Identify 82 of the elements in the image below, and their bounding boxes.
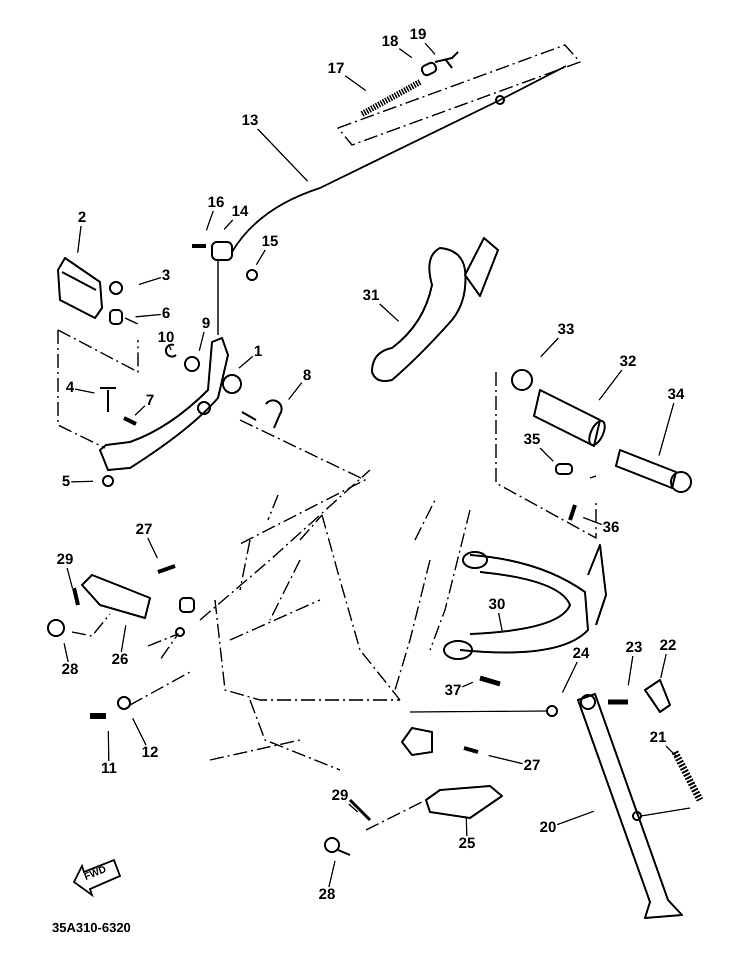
leader-line	[108, 730, 110, 762]
callout-number: 14	[230, 204, 250, 220]
leader-line	[557, 810, 594, 826]
callout-number: 19	[408, 27, 428, 43]
callout-number: 6	[160, 306, 172, 322]
leader-line	[206, 210, 214, 231]
callout-number: 23	[624, 640, 644, 656]
leader-line	[147, 538, 158, 558]
leader-line	[288, 382, 302, 400]
leader-line	[198, 332, 205, 351]
leader-line	[256, 250, 266, 266]
callout-number: 10	[156, 330, 176, 346]
leader-line	[132, 718, 147, 746]
leader-line	[136, 314, 161, 318]
callout-number: 25	[458, 836, 476, 852]
leader-line	[75, 388, 95, 394]
leader-line	[238, 356, 254, 369]
callout-number: 32	[618, 354, 638, 370]
callout-number: 5	[60, 474, 72, 490]
callout-number: 35	[522, 432, 542, 448]
callout-number: 15	[260, 234, 280, 250]
leader-line	[398, 48, 412, 58]
leader-line	[379, 304, 400, 322]
leader-line	[77, 226, 82, 253]
callout-number: 37	[444, 683, 462, 699]
callout-number: 30	[488, 597, 506, 613]
leader-line	[424, 42, 436, 55]
leader-line	[328, 860, 336, 888]
callout-number: 17	[326, 61, 346, 77]
leader-line	[63, 643, 69, 662]
callout-number: 18	[380, 34, 400, 50]
callout-number: 34	[666, 387, 686, 403]
callout-number: 28	[60, 662, 80, 678]
leader-line	[598, 370, 622, 400]
leader-line	[344, 75, 366, 92]
leader-line	[582, 516, 602, 526]
leader-line	[666, 746, 678, 758]
callout-number: 27	[134, 522, 154, 538]
callout-number: 8	[302, 368, 312, 384]
leader-line	[660, 654, 667, 678]
leader-line	[466, 817, 468, 836]
callout-number: 28	[318, 887, 336, 903]
leader-line	[540, 448, 554, 462]
leader-line	[257, 128, 308, 182]
leader-line	[134, 405, 146, 416]
callout-number: 16	[206, 195, 226, 211]
callout-number: 11	[100, 761, 118, 777]
callout-number: 20	[538, 820, 558, 836]
callout-number: 29	[56, 552, 74, 568]
callout-number: 13	[240, 113, 260, 129]
callout-number: 31	[362, 288, 380, 304]
leader-line	[562, 662, 578, 693]
leader-line	[120, 625, 126, 652]
leader-line	[224, 220, 234, 230]
callout-number: 36	[602, 520, 620, 536]
callout-number: 29	[330, 788, 350, 804]
callout-number: 1	[252, 344, 264, 360]
leader-line	[488, 754, 523, 764]
leader-line	[168, 346, 172, 350]
leader-line	[628, 656, 634, 686]
callout-number: 4	[64, 380, 76, 396]
leader-line	[138, 276, 161, 286]
callout-number: 12	[140, 745, 160, 761]
leader-line	[540, 338, 559, 358]
part-number-label: 35A310-6320	[52, 920, 131, 935]
callout-number: 9	[200, 316, 212, 332]
direction-label: FWD	[82, 864, 108, 883]
callout-number: 21	[648, 730, 668, 746]
leader-line	[462, 682, 474, 688]
leader-line	[498, 612, 503, 632]
leader-line	[658, 402, 674, 456]
callout-number: 26	[110, 652, 130, 668]
callout-number: 33	[556, 322, 576, 338]
callout-number: 22	[658, 638, 678, 654]
leader-line	[66, 568, 74, 588]
callout-number: 3	[160, 268, 172, 284]
callout-number: 27	[522, 758, 542, 774]
callout-number: 24	[572, 646, 590, 662]
leader-line	[71, 480, 94, 483]
callout-number: 2	[76, 210, 88, 226]
leader-line	[348, 804, 358, 812]
callout-number: 7	[144, 393, 156, 409]
